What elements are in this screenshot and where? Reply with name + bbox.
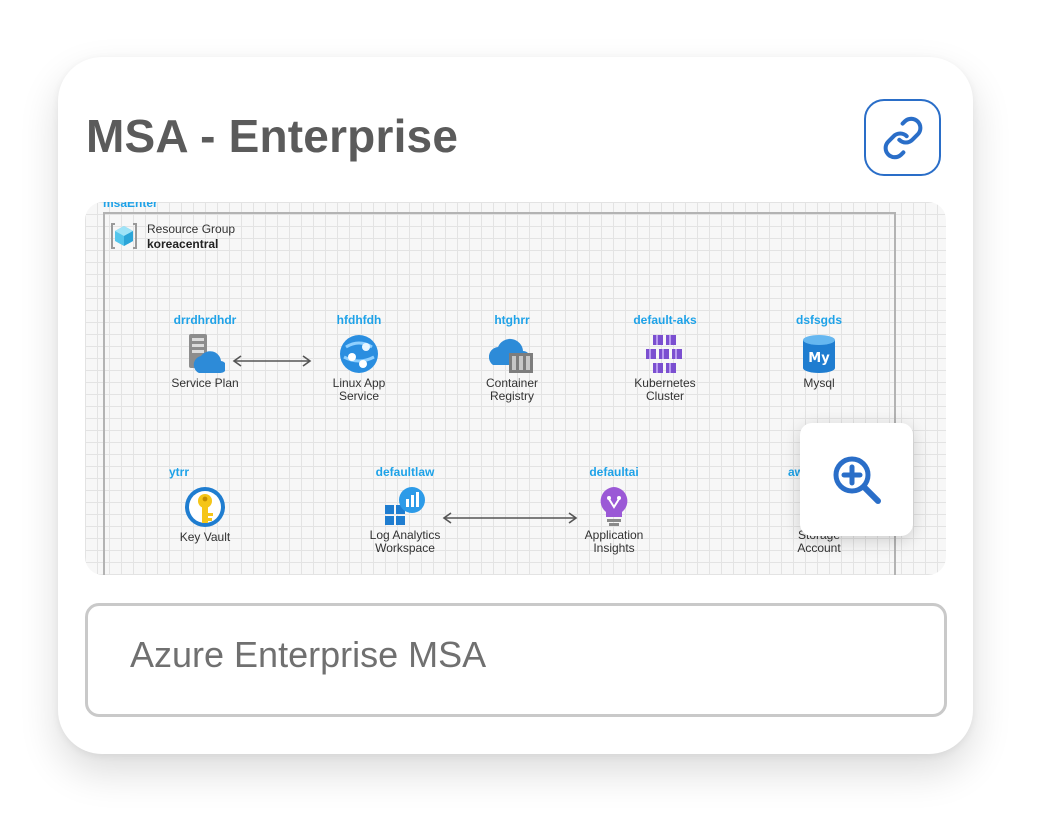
container-registry-icon [489,338,533,373]
node-name: defaultlaw [375,465,435,479]
resource-group-frame [103,212,896,575]
template-card: MSA - Enterprise msaEnter Resource Group… [58,57,973,754]
service-plan-icon [189,334,225,374]
svg-text:My: My [808,351,830,366]
description-field[interactable]: Azure Enterprise MSA [85,603,947,717]
node-label-line: Linux App [332,376,386,390]
resource-group-icon [111,223,137,249]
node-application-insights[interactable]: defaultai Application Insights [549,465,679,555]
connection-arrow [442,512,578,524]
node-label-line: Key Vault [179,530,231,544]
link-button[interactable] [864,99,941,176]
node-key-vault[interactable]: ytrr Key Vault [140,465,270,544]
node-name: drrdhrdhdr [173,313,237,327]
node-name: ytrr [169,465,190,479]
node-name: htghrr [494,313,530,327]
node-label-line: Service [338,389,379,403]
node-label-line: Container [485,376,539,390]
node-label-line: Insights [593,541,635,555]
connection-arrow [232,355,312,367]
node-label-line: Registry [489,389,534,403]
key-vault-icon [185,487,225,527]
resource-group-title: Resource Group [147,222,236,236]
node-label-line: Application [584,528,644,542]
node-container-registry[interactable]: htghrr Container Registry [447,313,577,403]
kubernetes-icon [646,335,682,373]
resource-group-label: Resource Group koreacentral [147,222,235,252]
zoom-button[interactable] [800,423,913,536]
app-insights-icon [600,487,628,526]
node-label-line: Service Plan [171,376,239,390]
log-analytics-icon [385,487,425,525]
node-label-line: Log Analytics [369,528,441,542]
link-icon [883,116,922,159]
node-label-line: Cluster [645,389,684,403]
node-label-line: Workspace [375,541,435,555]
node-label-line: Kubernetes [634,376,696,390]
resource-group-region: koreacentral [147,237,219,251]
node-kubernetes-cluster[interactable]: default-aks Kubernetes Cluster [600,313,730,403]
node-linux-app-service[interactable]: hfdhfdh Linux App Service [294,313,424,403]
node-mysql[interactable]: dsfsgds My Mysql [754,313,884,390]
node-service-plan[interactable]: drrdhrdhdr Service Plan [140,313,270,390]
node-label-line: Mysql [803,376,835,390]
card-title: MSA - Enterprise [86,110,459,162]
architecture-diagram-preview[interactable]: msaEnter Resource Group koreacentral drr… [85,202,946,575]
app-service-icon [340,335,378,373]
node-name: dsfsgds [795,313,842,327]
zoom-in-icon [833,456,881,504]
node-label-line: Account [797,541,841,555]
mysql-icon: My [803,335,835,373]
diagram-name: msaEnter [103,202,158,210]
node-name: hfdhfdh [336,313,382,327]
node-name: default-aks [633,313,697,327]
node-name: defaultai [589,465,639,479]
node-log-analytics-workspace[interactable]: defaultlaw Log Analytics Workspace [340,465,470,555]
